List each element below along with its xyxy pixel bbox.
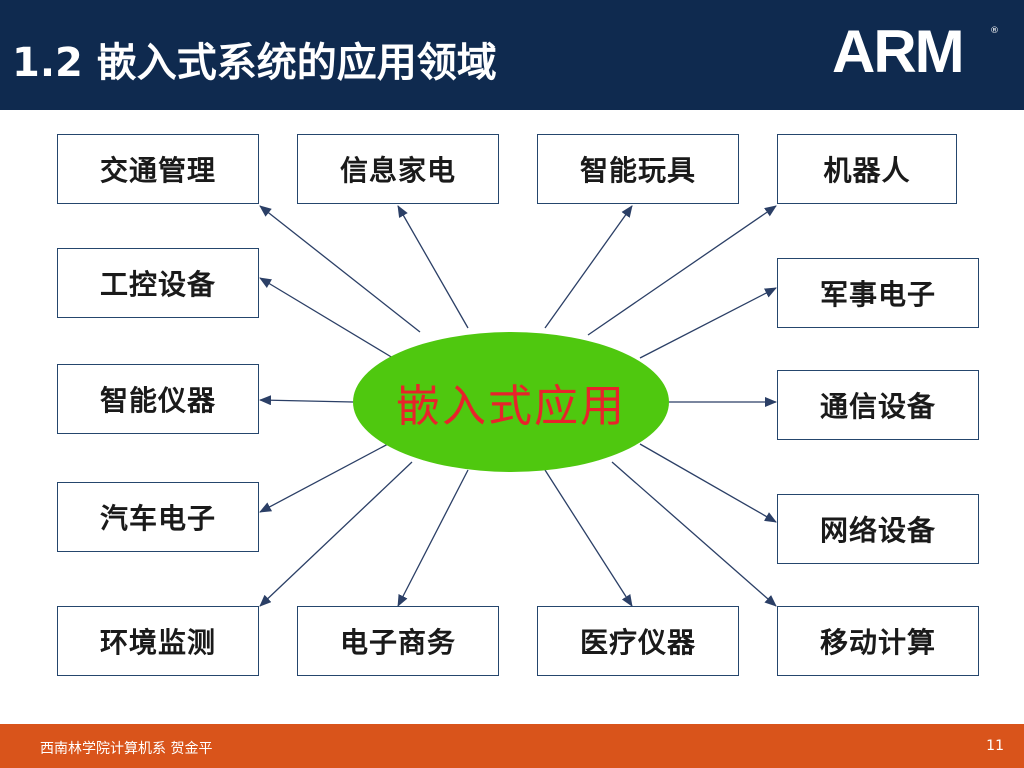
connector-arrow	[259, 205, 421, 333]
slide-title: 1.2 嵌入式系统的应用领域	[12, 40, 497, 86]
domain-box-medical-instruments: 医疗仪器	[537, 606, 739, 676]
registered-mark: ®	[990, 26, 999, 36]
header-bar: 1.2 嵌入式系统的应用领域 ARM ®	[0, 0, 1024, 110]
connector-arrow	[639, 287, 777, 359]
page-number: 11	[986, 738, 1004, 754]
footer-bar: 西南林学院计算机系 贺金平 11	[0, 724, 1024, 768]
connector-arrow	[397, 205, 469, 329]
connector-arrow	[587, 205, 777, 336]
domain-box-network-equipment: 网络设备	[777, 494, 979, 564]
arm-logo: ARM	[832, 18, 965, 85]
connector-arrow	[259, 395, 354, 406]
domain-box-traffic-management: 交通管理	[57, 134, 259, 204]
domain-box-e-commerce: 电子商务	[297, 606, 499, 676]
domain-box-smart-toys: 智能玩具	[537, 134, 739, 204]
domain-box-mobile-computing: 移动计算	[777, 606, 979, 676]
center-ellipse	[353, 332, 669, 472]
domain-box-robot: 机器人	[777, 134, 957, 204]
domain-box-info-appliances: 信息家电	[297, 134, 499, 204]
domain-box-smart-instruments: 智能仪器	[57, 364, 259, 434]
domain-box-automotive-electronics: 汽车电子	[57, 482, 259, 552]
domain-box-communication-equipment: 通信设备	[777, 370, 979, 440]
connector-arrow	[544, 205, 633, 329]
connector-arrow	[397, 469, 469, 607]
diagram-area: 嵌入式应用 交通管理 信息家电 智能玩具 机器人 工控设备 军事电子 智能仪器 …	[0, 110, 1024, 724]
center-label: 嵌入式应用	[396, 381, 626, 432]
connector-arrow	[259, 443, 389, 513]
footer-author: 西南林学院计算机系 贺金平	[40, 741, 213, 757]
connector-layer	[259, 205, 777, 607]
connector-arrow	[259, 277, 394, 359]
domain-box-industrial-control: 工控设备	[57, 248, 259, 318]
connector-arrow	[639, 443, 777, 523]
connector-arrow	[259, 461, 413, 607]
domain-box-military-electronics: 军事电子	[777, 258, 979, 328]
connector-arrow	[611, 461, 777, 607]
domain-box-environment-monitoring: 环境监测	[57, 606, 259, 676]
connector-arrow	[544, 469, 633, 607]
